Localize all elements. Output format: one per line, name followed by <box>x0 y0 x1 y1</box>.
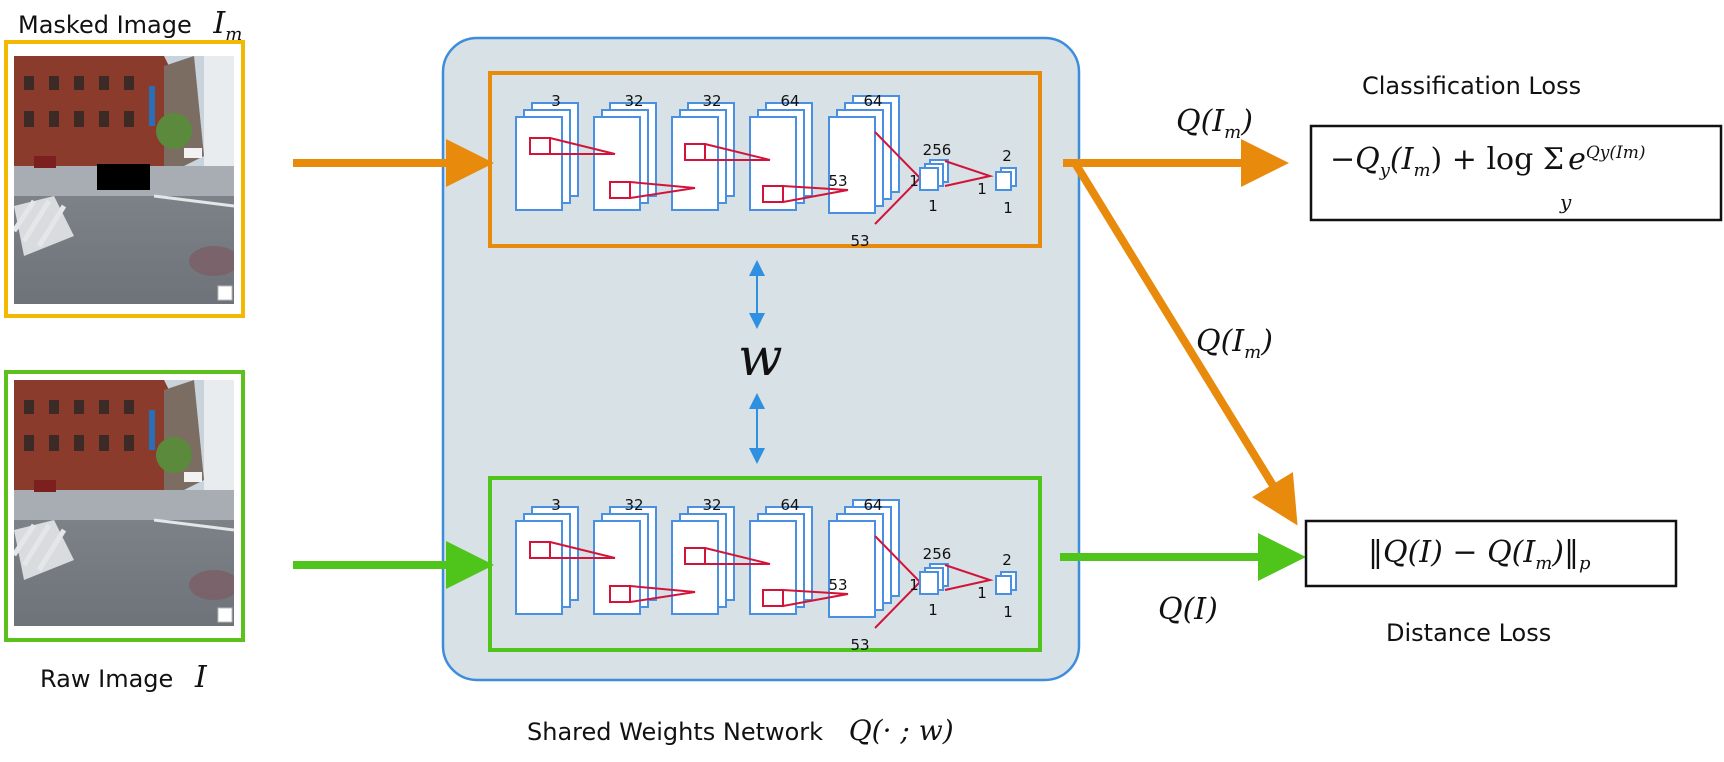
conv-kernel <box>684 143 706 161</box>
cnn-channel-label: 64 <box>863 92 882 110</box>
cnn-channel-label: 3 <box>551 496 561 514</box>
cnn-size-label: 1 <box>977 584 987 602</box>
cnn-channel-label: 64 <box>863 496 882 514</box>
conv-kernel <box>529 137 551 155</box>
cnn-channel-label: 64 <box>780 92 799 110</box>
cnn-size-label: 1 <box>1003 603 1013 621</box>
cnn-channel-label: 64 <box>780 496 799 514</box>
cnn-size-label: 53 <box>828 172 847 190</box>
conv-projection <box>549 137 616 155</box>
cnn-feature-map <box>593 116 641 211</box>
cnn-feature-map <box>749 116 797 211</box>
output-feature-map <box>995 575 1012 595</box>
cnn-channel-label: 2 <box>1002 147 1012 165</box>
conv-projection <box>629 585 696 603</box>
distance-loss-title: Distance Loss <box>1386 619 1552 647</box>
conv-projection <box>629 181 696 199</box>
fc-feature-map <box>919 167 939 191</box>
output-feature-map <box>995 171 1012 191</box>
cnn-size-label: 1 <box>977 180 987 198</box>
classification-loss-title: Classification Loss <box>1362 72 1582 100</box>
conv-kernel <box>609 585 631 603</box>
cnn-feature-map <box>671 116 719 211</box>
masked-image-label: Masked Image <box>18 11 192 39</box>
fc-projection <box>944 564 994 591</box>
cnn-channel-label: 256 <box>923 545 952 563</box>
conv-projection <box>782 589 849 607</box>
cnn-size-label: 1 <box>1003 199 1013 217</box>
distance-loss-box <box>1304 519 1678 588</box>
raw-image-frame <box>4 370 245 642</box>
shared-network-symbol: Q(· ; w) <box>848 714 954 747</box>
conv-projection <box>704 143 771 161</box>
cnn-feature-map <box>593 520 641 615</box>
q-im-top-label: Q(Im) <box>1176 104 1253 143</box>
cnn-size-label: 1 <box>909 576 919 594</box>
conv-kernel <box>609 181 631 199</box>
masked-image-frame <box>4 40 245 318</box>
masked-image-title: Masked Image Im <box>18 6 242 45</box>
cnn-feature-map <box>828 116 876 214</box>
cnn-size-label: 1 <box>928 197 938 215</box>
cnn-feature-map <box>671 520 719 615</box>
classification-loss-box <box>1309 124 1723 222</box>
masked-output-arrow-distance <box>1071 160 1298 526</box>
cnn-size-label: 1 <box>909 172 919 190</box>
q-im-diagonal-label: Q(Im) <box>1196 324 1273 363</box>
cnn-size-label: 53 <box>850 232 869 250</box>
raw-image-title: Raw Image I <box>40 660 207 695</box>
cnn-channel-label: 3 <box>551 92 561 110</box>
cnn-feature-map <box>828 520 876 618</box>
cnn-feature-map <box>749 520 797 615</box>
cnn-size-label: 1 <box>928 601 938 619</box>
cnn-channel-label: 32 <box>702 496 721 514</box>
conv-kernel <box>762 589 784 607</box>
shared-network-label: Shared Weights Network <box>527 718 824 746</box>
fc-feature-map <box>919 571 939 595</box>
classification-sum-subscript: y <box>1560 190 1572 214</box>
conv-kernel <box>684 547 706 565</box>
weight-symbol: w <box>738 328 783 388</box>
masked-image-symbol: Im <box>213 6 243 45</box>
raw-image-symbol: I <box>194 660 207 695</box>
raw-street-photo <box>14 380 234 626</box>
cnn-channel-label: 32 <box>624 92 643 110</box>
distance-formula: ‖Q(I) − Q(Im)‖p <box>1368 535 1591 574</box>
cnn-size-label: 53 <box>850 636 869 654</box>
raw-image-label: Raw Image <box>40 665 174 693</box>
conv-projection <box>704 547 771 565</box>
conv-kernel <box>529 541 551 559</box>
shared-network-title: Shared Weights Network Q(· ; w) <box>527 714 954 747</box>
conv-kernel <box>762 185 784 203</box>
cnn-channel-label: 2 <box>1002 551 1012 569</box>
fc-projection <box>944 160 994 187</box>
cnn-channel-label: 32 <box>702 92 721 110</box>
q-i-label: Q(I) <box>1158 592 1218 627</box>
cnn-channel-label: 32 <box>624 496 643 514</box>
cnn-size-label: 53 <box>828 576 847 594</box>
cnn-feature-map <box>515 520 563 615</box>
conv-projection <box>782 185 849 203</box>
cnn-feature-map <box>515 116 563 211</box>
conv-projection <box>549 541 616 559</box>
cnn-channel-label: 256 <box>923 141 952 159</box>
masked-street-photo <box>14 56 234 304</box>
